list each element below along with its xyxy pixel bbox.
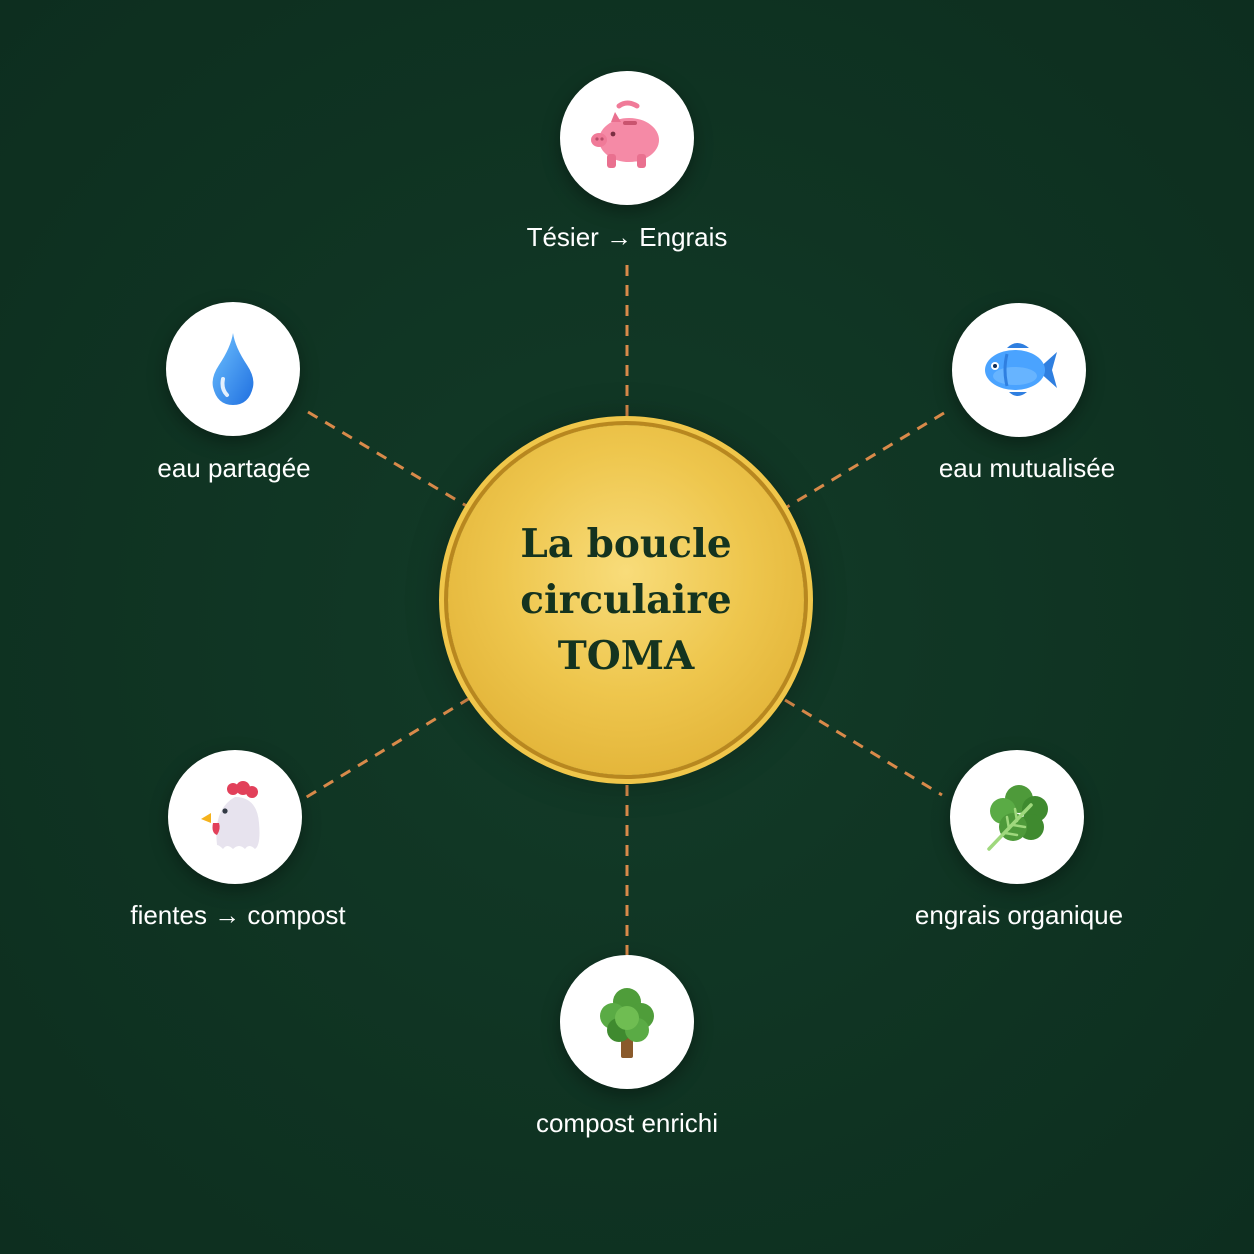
node-top-right (952, 303, 1086, 437)
center-hub: La boucle circulaire TOMA (448, 425, 804, 775)
piggy-bank-icon (591, 100, 659, 168)
connector-top-left (307, 410, 471, 510)
chicken-icon (201, 781, 260, 849)
connector-bottom-left (304, 696, 471, 800)
node-bottom-right-label: engrais organique (914, 900, 1124, 930)
node-bottom (560, 955, 694, 1089)
node-top-label: Tésier → Engrais (526, 222, 728, 252)
tree-icon (600, 988, 654, 1058)
center-title: La boucle circulaire TOMA (520, 521, 732, 679)
node-top-left (166, 302, 300, 436)
water-drop-icon (212, 333, 254, 405)
node-bottom-label: compost enrichi (535, 1108, 719, 1138)
node-bottom-left-label: fientes → compost (130, 900, 346, 930)
node-bottom-left (168, 750, 302, 884)
fish-icon (985, 343, 1057, 396)
node-top-left-label: eau partagée (157, 453, 311, 483)
node-bottom-right (950, 750, 1084, 884)
leafy-green-icon (987, 785, 1048, 851)
connector-top-right (781, 411, 945, 512)
node-top (560, 71, 694, 205)
node-top-right-label: eau mutualisée (938, 453, 1116, 483)
connector-bottom-right (784, 698, 943, 797)
